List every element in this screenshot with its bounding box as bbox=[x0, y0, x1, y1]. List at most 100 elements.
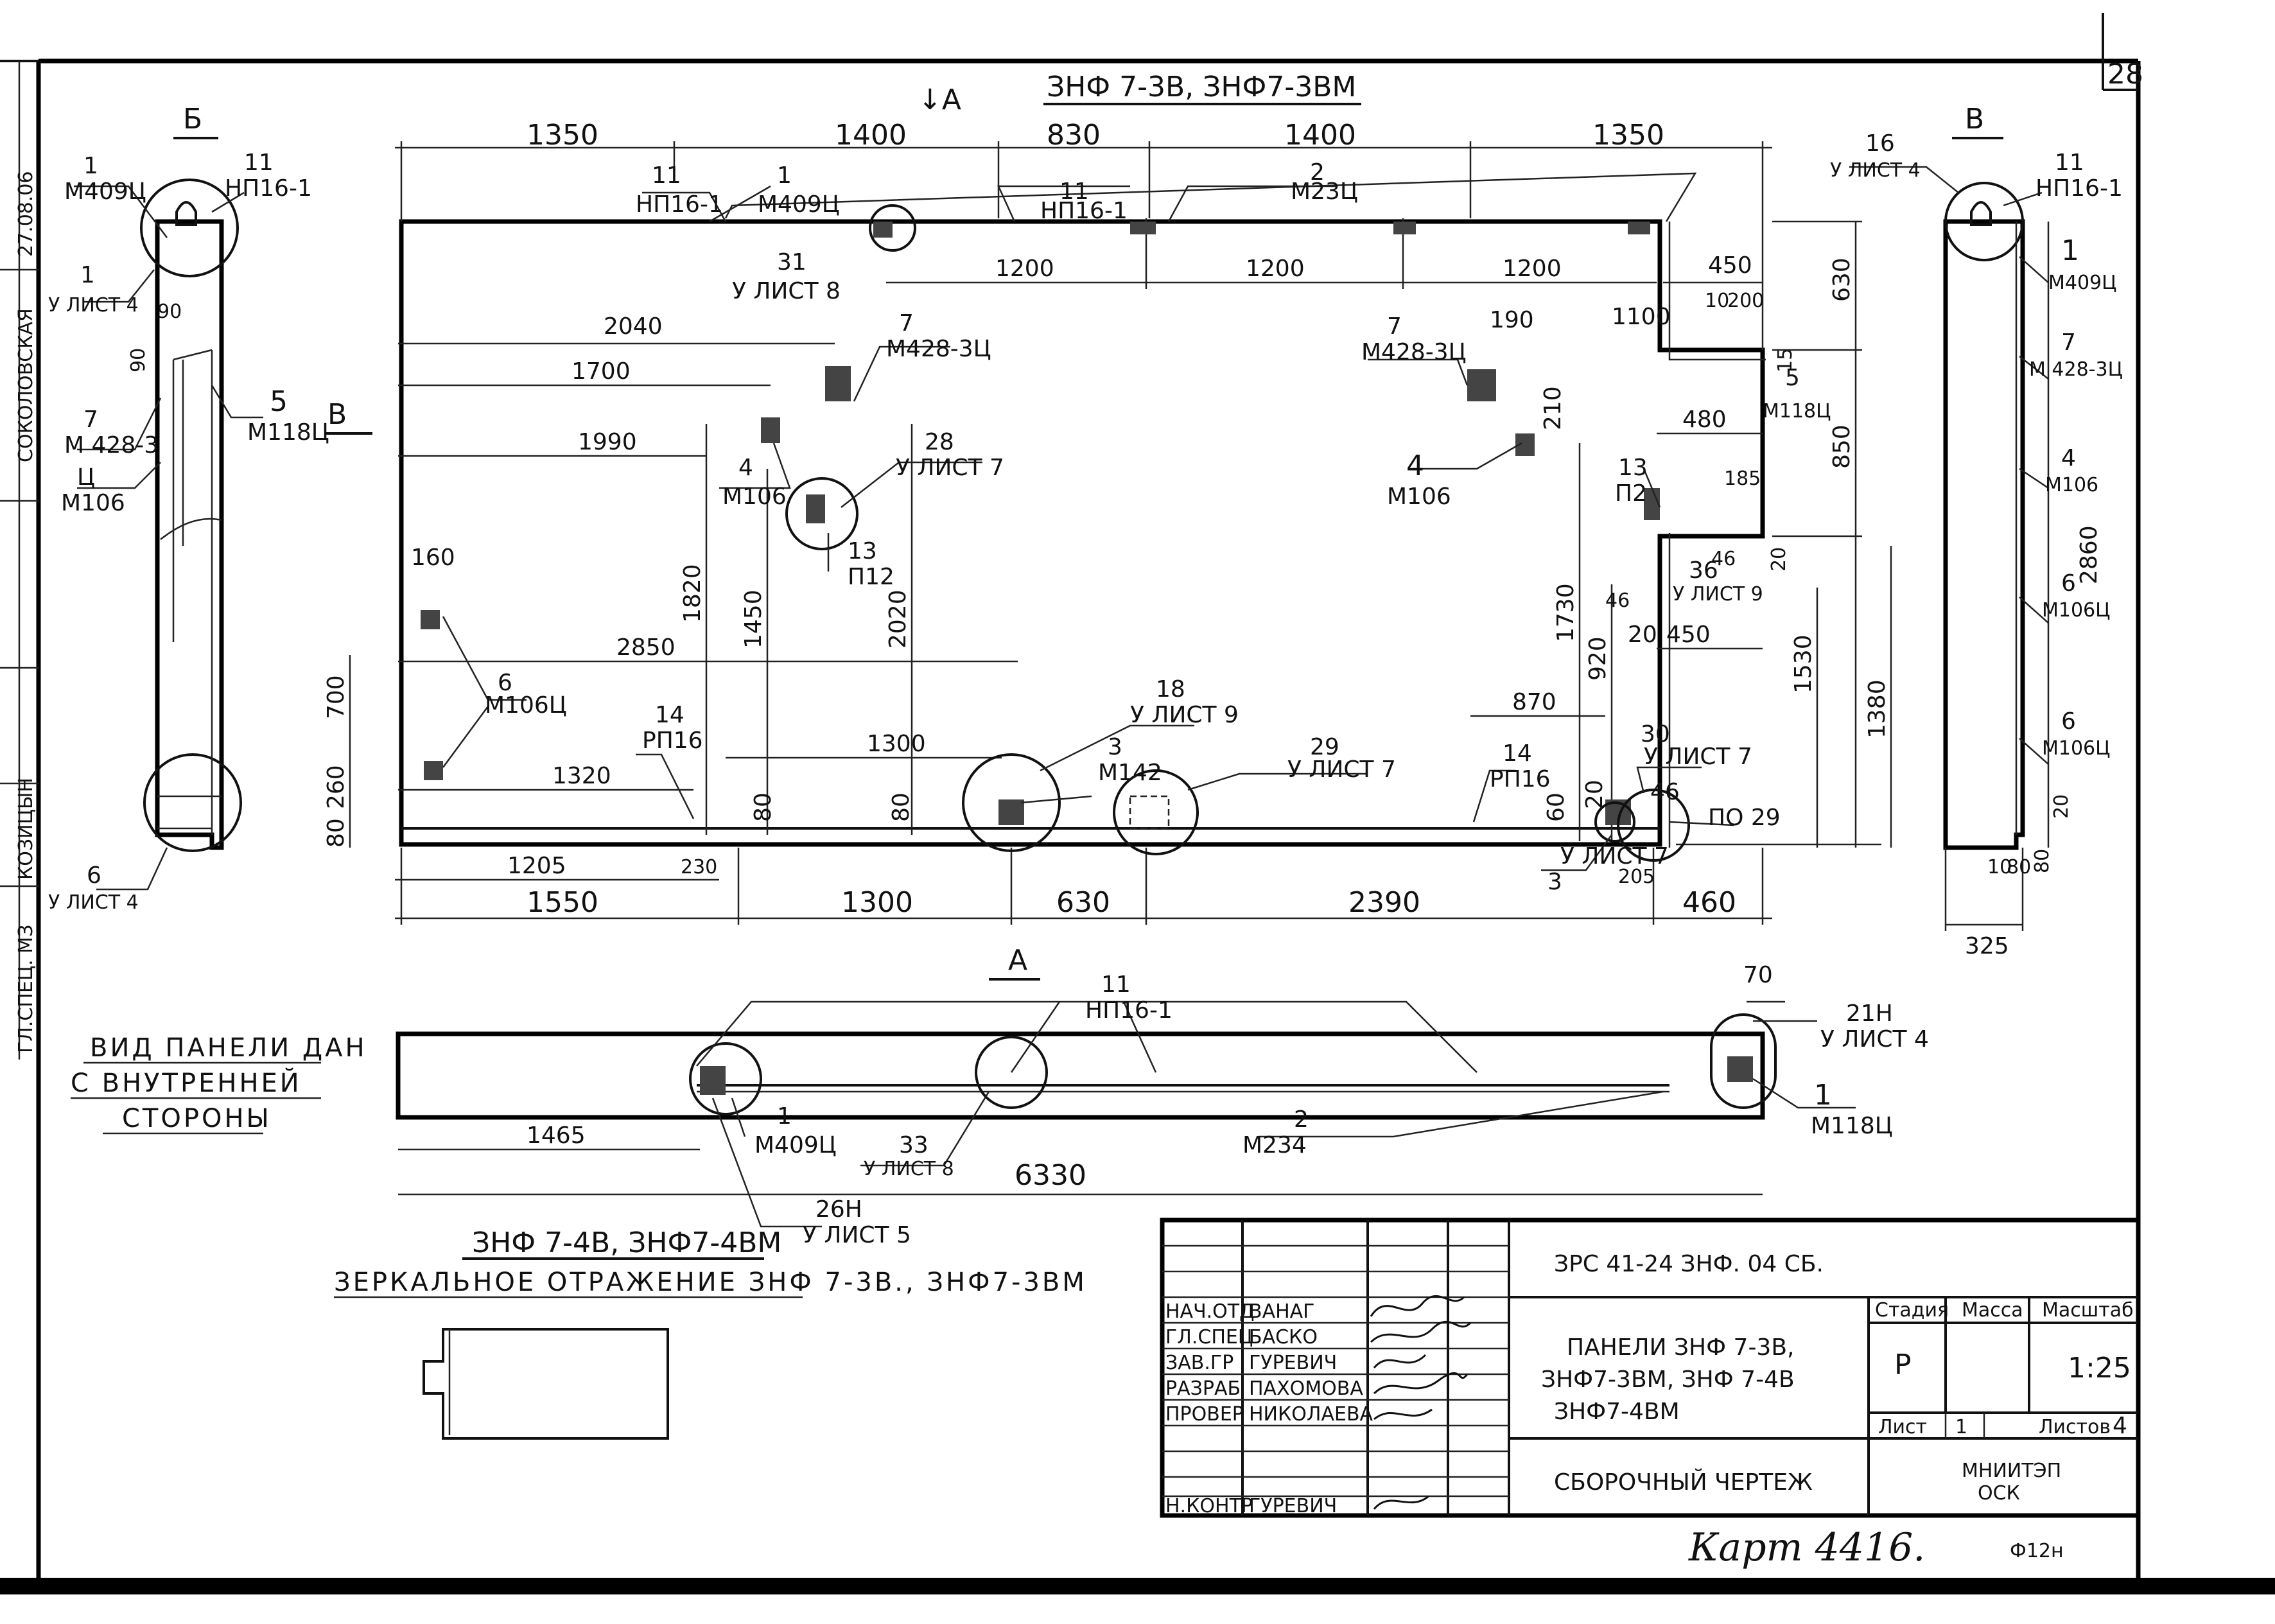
doc-title-line-1: ПАНЕЛИ ЗНФ 7-3В, bbox=[1567, 1334, 1794, 1361]
view-a-label-sheet5: У ЛИСТ 5 bbox=[803, 1222, 911, 1248]
side-b-label-1: 1 bbox=[83, 153, 98, 179]
callout-3-b: У ЛИСТ 7 bbox=[1560, 843, 1669, 869]
dim-630: 630 bbox=[1829, 258, 1855, 302]
side-v-label-10: 10 bbox=[1987, 856, 2012, 878]
embedded-parts bbox=[421, 222, 1660, 830]
dim-920: 920 bbox=[1585, 636, 1611, 681]
main-callouts: 11 НП16-1 1 М409Ц 11 НП16-1 2 М23Ц 31 У … bbox=[485, 159, 1831, 895]
dim-bottom-1: 1550 bbox=[527, 886, 598, 919]
side-b-label-ts: Ц bbox=[77, 464, 95, 491]
sheet-label: Лист bbox=[1878, 1416, 1927, 1438]
callout-7-a: 7 bbox=[899, 310, 914, 336]
dim-60: 60 bbox=[1543, 792, 1569, 822]
dim-1200-a: 1200 bbox=[995, 256, 1054, 282]
callout-28: 28 bbox=[925, 429, 954, 455]
view-a-label-m409: М409Ц bbox=[754, 1132, 837, 1158]
callout-m428-a: М428-3Ц bbox=[886, 336, 991, 362]
role-prover: ПРОВЕР bbox=[1165, 1403, 1244, 1426]
archive-note: Карт 4416. bbox=[1688, 1525, 1925, 1570]
view-a-title: А bbox=[1008, 944, 1027, 977]
stage-value: Р bbox=[1894, 1349, 1912, 1381]
view-a-label-6330: 6330 bbox=[1015, 1159, 1086, 1192]
dim-top-5: 1350 bbox=[1592, 119, 1664, 152]
dim-185: 185 bbox=[1724, 467, 1761, 490]
callout-46-sheet: ПО 29 bbox=[1708, 805, 1781, 831]
view-a-label-m118: М118Ц bbox=[1811, 1113, 1893, 1139]
dim-1730: 1730 bbox=[1553, 583, 1579, 642]
side-v-label-325: 325 bbox=[1965, 933, 2009, 959]
dim-2040: 2040 bbox=[604, 313, 663, 340]
panel-outline bbox=[399, 219, 1765, 847]
dim-230: 230 bbox=[681, 856, 717, 878]
main-view-title: ЗНФ 7-3В, ЗНФ7-3ВМ bbox=[1047, 71, 1356, 103]
side-b-label-m118: М118Ц bbox=[247, 419, 329, 446]
name-nikolaeva: НИКОЛАЕВА bbox=[1249, 1403, 1373, 1426]
callout-46-po29: 46 bbox=[1650, 779, 1680, 805]
side-v-label-11: 11 bbox=[2055, 150, 2084, 176]
sheet-value: 1 bbox=[1955, 1416, 1967, 1438]
stamp-kozitsyn: КОЗИЦЫН bbox=[15, 778, 37, 880]
name-pakhomova: ПАХОМОВА bbox=[1249, 1377, 1363, 1400]
dim-205: 205 bbox=[1618, 866, 1655, 888]
side-b-label-90b: 90 bbox=[127, 348, 150, 372]
name-vanag: ВАНАГ bbox=[1249, 1300, 1314, 1323]
dim-190: 190 bbox=[1490, 307, 1534, 333]
callout-31-sheet: У ЛИСТ 8 bbox=[732, 278, 841, 304]
dim-1380: 1380 bbox=[1864, 679, 1890, 738]
callout-np16-a: НП16-1 bbox=[636, 191, 723, 218]
view-a-label-33: 33 bbox=[899, 1132, 928, 1158]
side-b-label-m428: М 428-3 bbox=[64, 432, 159, 458]
view-a-label-26n: 26Н bbox=[815, 1196, 862, 1223]
side-v-label-7: 7 bbox=[2061, 329, 2076, 356]
side-b-label-sheet4: У ЛИСТ 4 bbox=[48, 294, 139, 317]
side-v-label-16: 16 bbox=[1865, 130, 1895, 157]
mirror-title: ЗНФ 7-4В, ЗНФ7-4ВМ bbox=[472, 1227, 781, 1259]
role-gl-spec: ГЛ.СПЕЦ bbox=[1165, 1326, 1253, 1349]
doc-code: ЗРС 41-24 ЗНФ. 04 СБ. bbox=[1554, 1251, 1824, 1277]
side-v-label-m106: М106 bbox=[2045, 474, 2098, 496]
dim-top-3: 830 bbox=[1047, 119, 1101, 152]
signature-1 bbox=[1370, 1295, 1465, 1317]
dim-top-1: 1350 bbox=[527, 119, 598, 152]
dim-1300: 1300 bbox=[867, 731, 926, 757]
mirror-note: ЗЕРКАЛЬНОЕ ОТРАЖЕНИЕ ЗНФ 7-3В., ЗНФ7-3ВМ bbox=[334, 1268, 1087, 1297]
side-v-label-2860: 2860 bbox=[2076, 525, 2102, 584]
callout-11-b: 11 bbox=[1059, 179, 1089, 205]
callout-m106c: М106Ц bbox=[485, 692, 567, 719]
side-b-label-5: 5 bbox=[270, 385, 288, 418]
dim-200: 200 bbox=[1727, 290, 1764, 312]
view-a-label-11: 11 bbox=[1101, 972, 1131, 998]
dim-210: 210 bbox=[1540, 386, 1566, 430]
dim-bottom-4: 2390 bbox=[1348, 886, 1420, 919]
callout-m23: М23Ц bbox=[1291, 179, 1358, 205]
callout-rp16-b: РП16 bbox=[1490, 766, 1551, 792]
side-v-label-m106c: М106Ц bbox=[2042, 599, 2110, 622]
dim-80c: 80 bbox=[888, 792, 914, 822]
view-a-label-1465: 1465 bbox=[527, 1122, 586, 1149]
role-razrab: РАЗРАБ bbox=[1165, 1377, 1241, 1400]
callout-5: 5 bbox=[1785, 365, 1800, 391]
view-a-label-70: 70 bbox=[1743, 962, 1773, 988]
signature-6 bbox=[1373, 1495, 1429, 1510]
side-v-label-6: 6 bbox=[2061, 570, 2076, 597]
dim-2020: 2020 bbox=[885, 589, 911, 649]
dim-1450: 1450 bbox=[740, 589, 767, 649]
dim-top-2: 1400 bbox=[835, 119, 907, 152]
callout-31: 31 bbox=[777, 249, 806, 275]
dim-1700: 1700 bbox=[571, 358, 631, 385]
dim-700: 700 bbox=[323, 675, 349, 719]
org-line-1: МНИИТЭП bbox=[1962, 1460, 2061, 1482]
callout-13-a: 13 bbox=[848, 538, 877, 564]
view-a: А 11 НП16-1 70 21Н У ЛИСТ 4 1 М118Ц 1465… bbox=[396, 944, 1929, 1248]
dim-260: 260 bbox=[323, 765, 349, 809]
dim-top-4: 1400 bbox=[1284, 119, 1356, 152]
dim-46b: 46 bbox=[1711, 548, 1736, 570]
view-a-label-sheet4: У ЛИСТ 4 bbox=[1820, 1026, 1929, 1052]
dim-450a: 450 bbox=[1708, 252, 1752, 279]
side-b-title: Б bbox=[183, 103, 202, 135]
callout-7-b: 7 bbox=[1387, 313, 1402, 340]
view-a-label-sheet8: У ЛИСТ 8 bbox=[864, 1158, 954, 1180]
callout-14-b: 14 bbox=[1503, 740, 1532, 767]
doc-type: СБОРОЧНЫЙ ЧЕРТЕЖ bbox=[1554, 1469, 1813, 1496]
side-b-label-m409: М409Ц bbox=[64, 179, 146, 205]
